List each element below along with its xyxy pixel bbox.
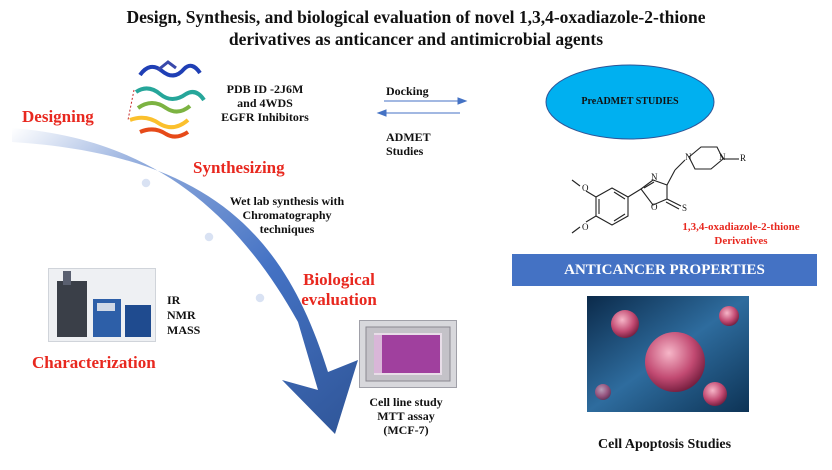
title-line-2: derivatives as anticancer and antimicrob… [228,29,604,49]
instrument-screen [97,303,115,311]
synthesis-line-2: Chromatography [242,208,332,222]
well-plate-grid [365,326,451,382]
step-biological-evaluation: Biological evaluation [296,270,382,310]
protein-structure-image [127,60,206,139]
method-ir: IR [167,293,181,307]
preadmet-ellipse [545,64,715,140]
biological-line-1: Biological [303,270,375,289]
step-characterization: Characterization [32,353,156,372]
biological-line-2: evaluation [301,290,377,309]
atom-s: S [682,203,688,213]
instrument-probe [63,271,71,285]
arrow-node-3 [254,292,266,304]
cell-line-2: MTT assay [377,409,435,423]
compound-label: 1,3,4-oxadiazole-2-thione Derivatives [668,220,814,248]
step-synthesizing: Synthesizing [193,158,285,177]
step-designing: Designing [22,107,94,126]
title-line-1: Design, Synthesis, and biological evalua… [126,7,706,27]
well-plate-image [359,320,457,388]
pdb-line-2: and 4WDS [237,96,293,110]
synthesis-line-3: techniques [259,222,315,236]
chemical-structure [571,146,739,234]
cell-line-study: Cell line study MTT assay (MCF-7) [357,395,455,437]
apoptosis-label: Cell Apoptosis Studies [598,437,732,452]
cell-line-3: (MCF-7) [383,423,429,437]
arrow-node-1 [140,177,152,189]
synthesis-description: Wet lab synthesis with Chromatography te… [224,194,350,236]
admet-line-1: ADMET [386,130,431,144]
compound-line-2: Derivatives [714,235,768,247]
pdb-line-3: EGFR Inhibitors [221,110,309,124]
atom-n-piperazine-2: N [719,152,726,162]
atom-o-oxadiazole: O [651,202,658,212]
cell-line-1: Cell line study [369,395,443,409]
instrument-spectrometer [57,281,87,337]
admet-studies-label: ADMET Studies [386,130,431,158]
atom-n-oxadiazole: N [651,172,658,182]
docking-arrows [376,97,468,117]
atom-o-methoxy-1: O [582,183,589,193]
diagram-title: Design, Synthesis, and biological evalua… [0,6,832,50]
process-arrow [12,128,358,434]
pdb-info: PDB ID -2J6M and 4WDS EGFR Inhibitors [212,82,318,124]
method-nmr: NMR [167,308,196,322]
pdb-line-1: PDB ID -2J6M [226,82,304,96]
characterization-methods: IR NMR MASS [167,293,200,338]
method-mass: MASS [167,323,201,337]
synthesis-line-1: Wet lab synthesis with [229,194,345,208]
admet-line-2: Studies [386,144,424,158]
atom-o-methoxy-2: O [582,222,589,232]
atom-r: R [740,153,747,163]
compound-line-1: 1,3,4-oxadiazole-2-thione [682,221,800,233]
cancer-cells-image [587,296,749,412]
cancer-cells-art [587,296,749,412]
instruments-image [48,268,156,342]
anticancer-banner: ANTICANCER PROPERTIES [512,254,817,286]
arrow-node-2 [203,231,215,243]
instrument-analyzer [125,305,151,337]
preadmet-label: PreADMET STUDIES [581,96,679,107]
atom-n-piperazine-1: N [685,152,692,162]
docking-label: Docking [386,84,429,98]
